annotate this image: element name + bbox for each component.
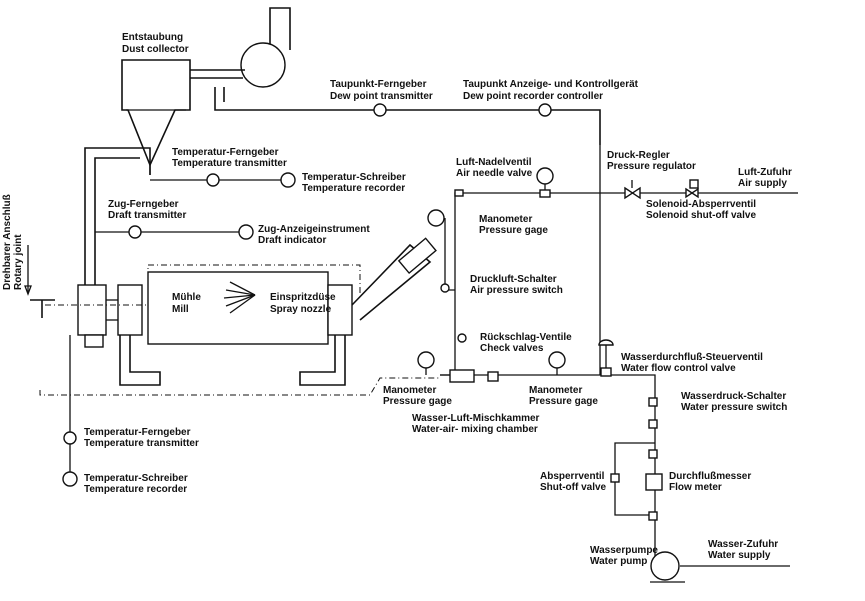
label-pump-de: Wasserpumpe [590, 545, 658, 556]
check-valve [457, 333, 467, 343]
label-draft-tx-de: Zug-Ferngeber [108, 199, 179, 210]
label-manometer2-en: Pressure gage [383, 396, 452, 407]
exhaust-fan [240, 42, 286, 88]
label-temp-tx-bot-de: Temperatur-Ferngeber [84, 427, 191, 438]
label-air-switch-en: Air pressure switch [470, 285, 563, 296]
solenoid-valve [685, 187, 699, 199]
label-air-needle-en: Air needle valve [456, 168, 533, 179]
temperature-recorder-bottom [62, 471, 78, 487]
label-water-supply-en: Water supply [708, 550, 771, 561]
label-temp-rec-top-en: Temperature recorder [302, 183, 405, 194]
pressure-gage-2 [417, 351, 435, 369]
temperature-transmitter-top [206, 173, 220, 187]
label-water-switch-de: Wasserdruck-Schalter [681, 391, 786, 402]
label-nozzle-de: Einspritzdüse [270, 292, 336, 303]
exhaust-duct [84, 147, 151, 285]
label-solenoid-en: Solenoid shut-off valve [646, 210, 756, 221]
label-dp-transmitter-en: Dew point transmitter [330, 91, 433, 102]
pressure-regulator [624, 186, 641, 200]
label-mill-en: Mill [172, 304, 189, 315]
mill [77, 237, 437, 386]
label-manometer2-de: Manometer [383, 385, 436, 396]
label-shutoff-en: Shut-off valve [540, 482, 607, 493]
mixing-chamber [449, 369, 475, 383]
label-pressure-reg-en: Pressure regulator [607, 161, 696, 172]
draft-transmitter [128, 225, 142, 239]
label-pressure-reg-de: Druck-Regler [607, 150, 670, 161]
label-draft-ind-de: Zug-Anzeigeinstrument [258, 224, 370, 235]
label-nozzle-en: Spray nozzle [270, 304, 332, 315]
label-temp-tx-top-en: Temperature transmitter [172, 158, 287, 169]
label-temp-tx-bot-en: Temperature transmitter [84, 438, 199, 449]
rotary-joint [24, 245, 55, 318]
label-solenoid-de: Solenoid-Absperrventil [646, 199, 756, 210]
label-shutoff-de: Absperrventil [540, 471, 605, 482]
water-pressure-switch [648, 397, 658, 407]
air-pressure-switch [440, 283, 450, 293]
draft-indicator [238, 224, 254, 240]
dew-point-transmitter [373, 103, 387, 117]
spray-nozzle [223, 281, 256, 314]
air-needle-gage [536, 167, 554, 185]
label-mixing-en: Water-air- mixing chamber [412, 424, 538, 435]
axis-line [45, 264, 361, 306]
label-check-de: Rückschlag-Ventile [480, 332, 572, 343]
dust-collector [121, 7, 601, 175]
label-dust-collector-de: Entstaubung [122, 32, 183, 43]
label-temp-tx-top-de: Temperatur-Ferngeber [172, 147, 279, 158]
pressure-gage-3 [548, 351, 566, 369]
label-flow-ctrl-de: Wasserdurchfluß-Steuerventil [621, 352, 763, 363]
label-draft-ind-en: Draft indicator [258, 235, 326, 246]
label-air-supply-de: Luft-Zufuhr [738, 167, 792, 178]
label-pump-en: Water pump [590, 556, 647, 567]
label-draft-tx-en: Draft transmitter [108, 210, 186, 221]
flow-meter [645, 473, 663, 491]
label-temp-rec-top-de: Temperatur-Schreiber [302, 172, 406, 183]
label-dp-recorder-de: Taupunkt Anzeige- und Kontrollgerät [463, 79, 639, 90]
water-flow-control-valve [598, 339, 614, 346]
label-air-switch-de: Druckluft-Schalter [470, 274, 557, 285]
label-dp-recorder-en: Dew point recorder controller [463, 91, 603, 102]
label-rotary-de: Drehbarer Anschluß [2, 194, 13, 290]
label-air-needle-de: Luft-Nadelventil [456, 157, 532, 168]
label-flowmeter-de: Durchflußmesser [669, 471, 751, 482]
label-flowmeter-en: Flow meter [669, 482, 722, 493]
pressure-gage-1 [427, 209, 445, 227]
label-dp-transmitter-de: Taupunkt-Ferngeber [330, 79, 427, 90]
shut-off-valve [610, 473, 620, 483]
label-water-switch-en: Water pressure switch [681, 402, 787, 413]
label-manometer3-en: Pressure gage [529, 396, 598, 407]
label-temp-rec-bot-en: Temperature recorder [84, 484, 187, 495]
label-mill-de: Mühle [172, 292, 201, 303]
label-water-supply-de: Wasser-Zufuhr [708, 539, 778, 550]
label-check-en: Check valves [480, 343, 544, 354]
label-manometer1-en: Pressure gage [479, 225, 548, 236]
label-manometer1-de: Manometer [479, 214, 532, 225]
label-flow-ctrl-en: Water flow control valve [621, 363, 736, 374]
label-air-supply-en: Air supply [738, 178, 787, 189]
air-needle-valve [539, 189, 551, 198]
water-pump [650, 551, 680, 581]
temperature-recorder-top [280, 172, 296, 188]
label-rotary-en: Rotary joint [13, 234, 24, 290]
dew-point-recorder [538, 103, 552, 117]
label-mixing-de: Wasser-Luft-Mischkammer [412, 413, 540, 424]
temperature-transmitter-bottom [63, 431, 77, 445]
label-temp-rec-bot-de: Temperatur-Schreiber [84, 473, 188, 484]
label-dust-collector-en: Dust collector [122, 44, 189, 55]
label-manometer3-de: Manometer [529, 385, 582, 396]
